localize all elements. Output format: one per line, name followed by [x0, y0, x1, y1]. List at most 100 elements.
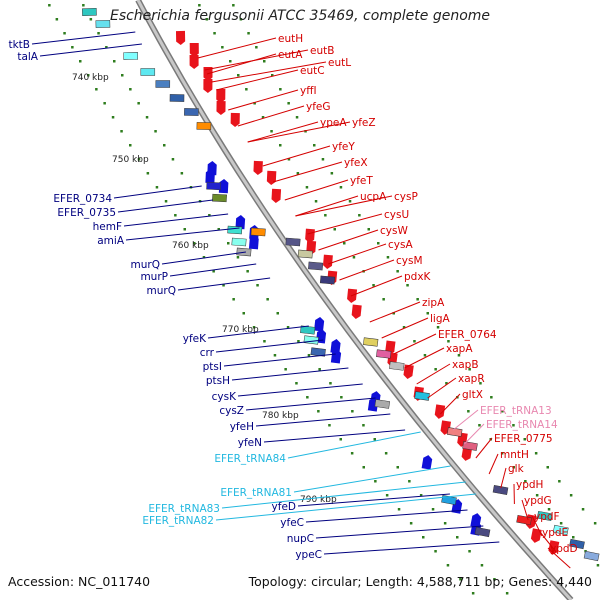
gene-label-right: ucpA: [360, 191, 387, 203]
gene-label-left: EFER_tRNA82: [142, 515, 214, 527]
scale-dot: [213, 32, 216, 35]
gene-block: [462, 441, 478, 451]
leader-line: [416, 363, 451, 385]
leader-line: [125, 227, 240, 241]
scale-dot: [263, 340, 266, 343]
scale-dot: [500, 452, 504, 455]
scale-dot: [183, 228, 186, 231]
leader-line: [369, 301, 421, 323]
scale-dot: [478, 424, 481, 427]
gene-block: [285, 237, 301, 247]
leader-line: [521, 499, 529, 521]
scale-dot: [384, 452, 388, 455]
gene-label-left: yfeK: [183, 333, 207, 345]
leader-line: [207, 325, 309, 339]
gene-label-right: ypdG: [524, 495, 552, 507]
forward-gene-arrow: [203, 78, 213, 93]
scale-dot: [593, 522, 597, 525]
scale-dot: [79, 60, 82, 63]
scale-dot: [468, 550, 471, 553]
gene-block: [569, 538, 585, 550]
leader-line: [539, 531, 557, 553]
gene-label-left: murQ: [131, 259, 160, 271]
leader-line: [247, 121, 319, 143]
scale-dot: [252, 326, 256, 329]
scale-dot: [581, 508, 585, 511]
gene-block: [184, 108, 199, 116]
scale-dot: [362, 424, 365, 427]
scale-dot: [120, 130, 123, 133]
gene-label-right: zipA: [422, 297, 445, 309]
scale-dot: [358, 214, 361, 217]
gene-block: [303, 335, 319, 345]
forward-gene-arrow: [189, 42, 199, 57]
scale-dot: [242, 312, 245, 315]
scale-dot: [205, 18, 209, 21]
gene-block: [95, 20, 111, 28]
leader-line: [350, 275, 403, 297]
scale-dot: [174, 214, 177, 217]
gene-label-right: yfeZ: [352, 117, 376, 129]
gene-label-left: cysK: [212, 391, 237, 403]
leader-line: [307, 213, 383, 235]
forward-gene-arrow: [216, 88, 226, 103]
gene-label-right: xapB: [452, 359, 479, 371]
scale-dot: [423, 354, 427, 357]
leader-line: [237, 105, 305, 127]
gene-label-left: murP: [140, 271, 168, 283]
leader-line: [169, 263, 257, 277]
genome-backbone: [135, 0, 574, 600]
leader-line: [475, 437, 493, 459]
gene-label-left: tktB: [8, 39, 30, 51]
scale-dot: [409, 522, 413, 525]
scale-dot: [445, 382, 448, 385]
scale-dot: [212, 270, 215, 273]
scale-dot: [382, 298, 385, 301]
gene-label-right: cysU: [384, 209, 409, 221]
leader-line: [339, 259, 395, 281]
leader-line: [161, 251, 246, 265]
accession-text: Accession: NC_011740: [8, 574, 151, 589]
gene-label-left: talA: [17, 51, 38, 63]
gene-label-left: cysZ: [219, 405, 244, 417]
gene-label-right: eutA: [278, 49, 303, 61]
scale-dot: [559, 522, 563, 525]
leader-line: [204, 49, 309, 71]
scale-dot: [396, 466, 399, 469]
scale-dot: [348, 200, 352, 203]
scale-dot: [572, 536, 575, 539]
gene-block: [536, 510, 553, 522]
gene-block: [389, 361, 405, 371]
scale-dot: [330, 172, 334, 175]
scale-dot: [63, 32, 66, 35]
scale-dot: [333, 228, 336, 231]
scale-dot: [324, 214, 327, 217]
scale-dot: [422, 536, 425, 539]
gene-label-right: yfeY: [332, 141, 355, 153]
scale-dot: [321, 158, 325, 161]
leader-line: [439, 393, 461, 415]
scale-dot: [273, 354, 277, 357]
scale-dot: [459, 578, 462, 581]
gene-label-right: gltX: [462, 389, 483, 401]
gene-label-right: mntH: [500, 449, 529, 461]
gene-label-right: EFER_tRNA14: [486, 419, 558, 431]
forward-gene-arrow: [271, 188, 282, 203]
scale-dot: [295, 382, 298, 385]
forward-gene-arrow: [230, 112, 240, 127]
scale-dot: [313, 144, 316, 147]
scale-dot: [245, 88, 248, 91]
scale-dot: [318, 368, 321, 371]
leader-line: [223, 353, 336, 367]
scale-dot: [137, 158, 141, 161]
scale-dot: [434, 550, 437, 553]
scale-dot: [524, 480, 527, 483]
gene-label-right: EFER_tRNA13: [480, 405, 552, 417]
scale-dot: [426, 312, 429, 315]
scale-dot: [305, 186, 309, 189]
reverse-gene-arrow: [330, 339, 341, 354]
gene-label-right: cysW: [380, 225, 408, 237]
scale-dot: [329, 382, 332, 385]
scale-dots: [48, 4, 600, 595]
scale-dot: [217, 228, 220, 231]
